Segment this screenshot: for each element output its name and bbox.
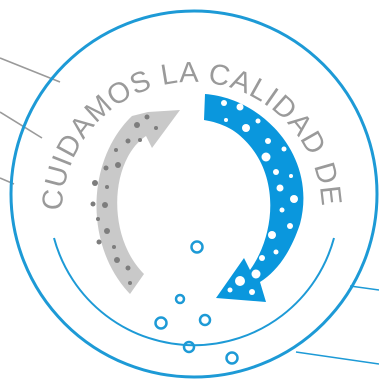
outer-ring: [9, 9, 379, 379]
bubble: [154, 316, 168, 330]
air-bubbles-icon: [154, 240, 239, 365]
bubble: [174, 293, 186, 305]
bubble: [225, 351, 239, 365]
inner-arc: [53, 237, 335, 347]
blue-clean-air-arrow-icon: [204, 94, 304, 302]
clean-particles: [221, 100, 298, 295]
bubble: [198, 313, 212, 327]
dirty-particles: [90, 114, 158, 285]
background-line: [0, 57, 61, 83]
background-line: [349, 285, 379, 291]
background-line: [295, 351, 379, 365]
bubble: [182, 340, 196, 354]
background-line: [0, 111, 43, 139]
background-lines-blue: [295, 285, 379, 365]
grey-polluted-air-arrow-icon: [90, 110, 180, 294]
bubble: [190, 240, 204, 254]
